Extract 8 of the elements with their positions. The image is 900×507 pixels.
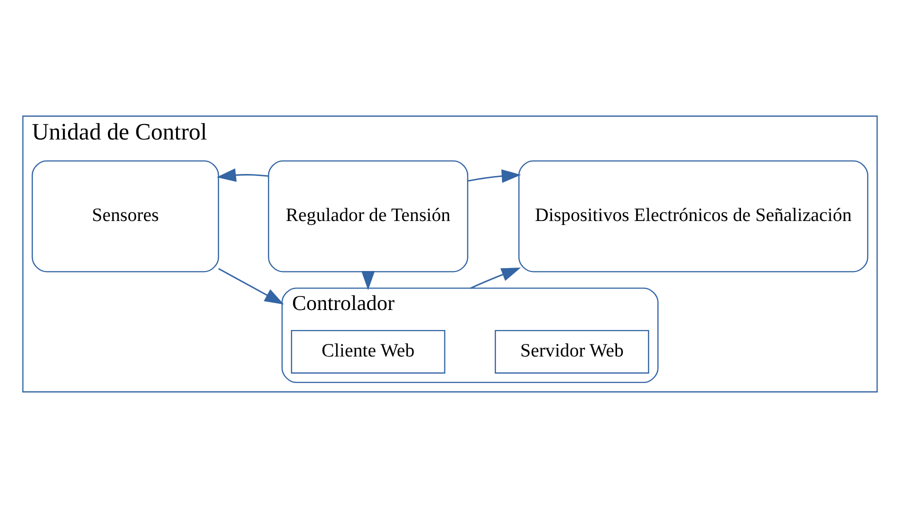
arrow — [216, 168, 268, 182]
arrow — [470, 267, 521, 288]
node-box: Dispositivos Electrónicos de Señalización — [518, 160, 868, 272]
arrow — [218, 267, 284, 304]
node-box: Servidor Web — [494, 330, 650, 374]
node-box: Sensores — [32, 160, 220, 272]
node-box: Cliente Web — [290, 330, 446, 374]
arrow — [468, 168, 522, 182]
